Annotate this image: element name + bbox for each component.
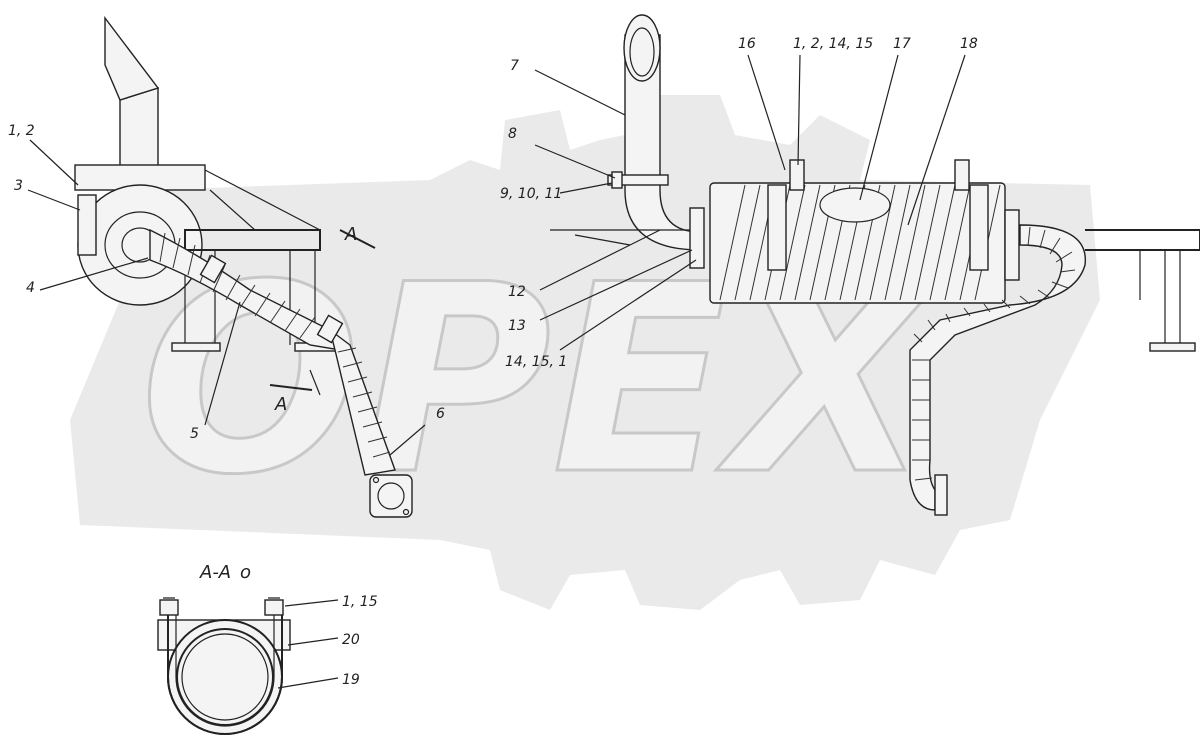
label-1-2-14-15: 1, 2, 14, 15 (793, 36, 873, 52)
label-13: 13 (508, 318, 526, 334)
svg-text:OPEX: OPEX (140, 230, 940, 532)
label-8: 8 (508, 126, 517, 142)
label-1-15: 1, 15 (342, 594, 378, 610)
cut-arrow-bottom (269, 384, 313, 391)
section-title: А-А (199, 562, 231, 583)
label-17: 17 (893, 36, 911, 52)
cut-mark-top: А (344, 224, 357, 245)
label-6: 6 (436, 406, 445, 422)
label-16: 16 (738, 36, 756, 52)
label-20: 20 (342, 632, 360, 648)
label-19: 19 (342, 672, 360, 688)
label-14-15-1: 14, 15, 1 (505, 354, 567, 370)
label-9-10-11: 9, 10, 11 (500, 186, 562, 202)
watermark-text: OPEX (139, 229, 942, 534)
label-7: 7 (510, 58, 519, 74)
left-hose (149, 228, 413, 518)
section-aa-detail (157, 597, 291, 735)
label-1-2: 1, 2 (8, 123, 35, 139)
right-hose (909, 224, 1086, 516)
left-assembly (74, 15, 413, 518)
section-title-mark: о (240, 562, 251, 583)
label-18: 18 (960, 36, 978, 52)
label-3: 3 (14, 178, 23, 194)
part-labels: 1, 2 3 4 5 6 7 8 9, 10, 11 12 13 14, 15,… (8, 36, 978, 688)
cut-mark-bottom: А (274, 394, 287, 415)
cut-arrow-top (339, 229, 376, 249)
label-4: 4 (26, 280, 35, 296)
leader-lines (27, 54, 966, 689)
right-assembly (550, 14, 1200, 516)
label-12: 12 (508, 284, 526, 300)
label-5: 5 (190, 426, 199, 442)
